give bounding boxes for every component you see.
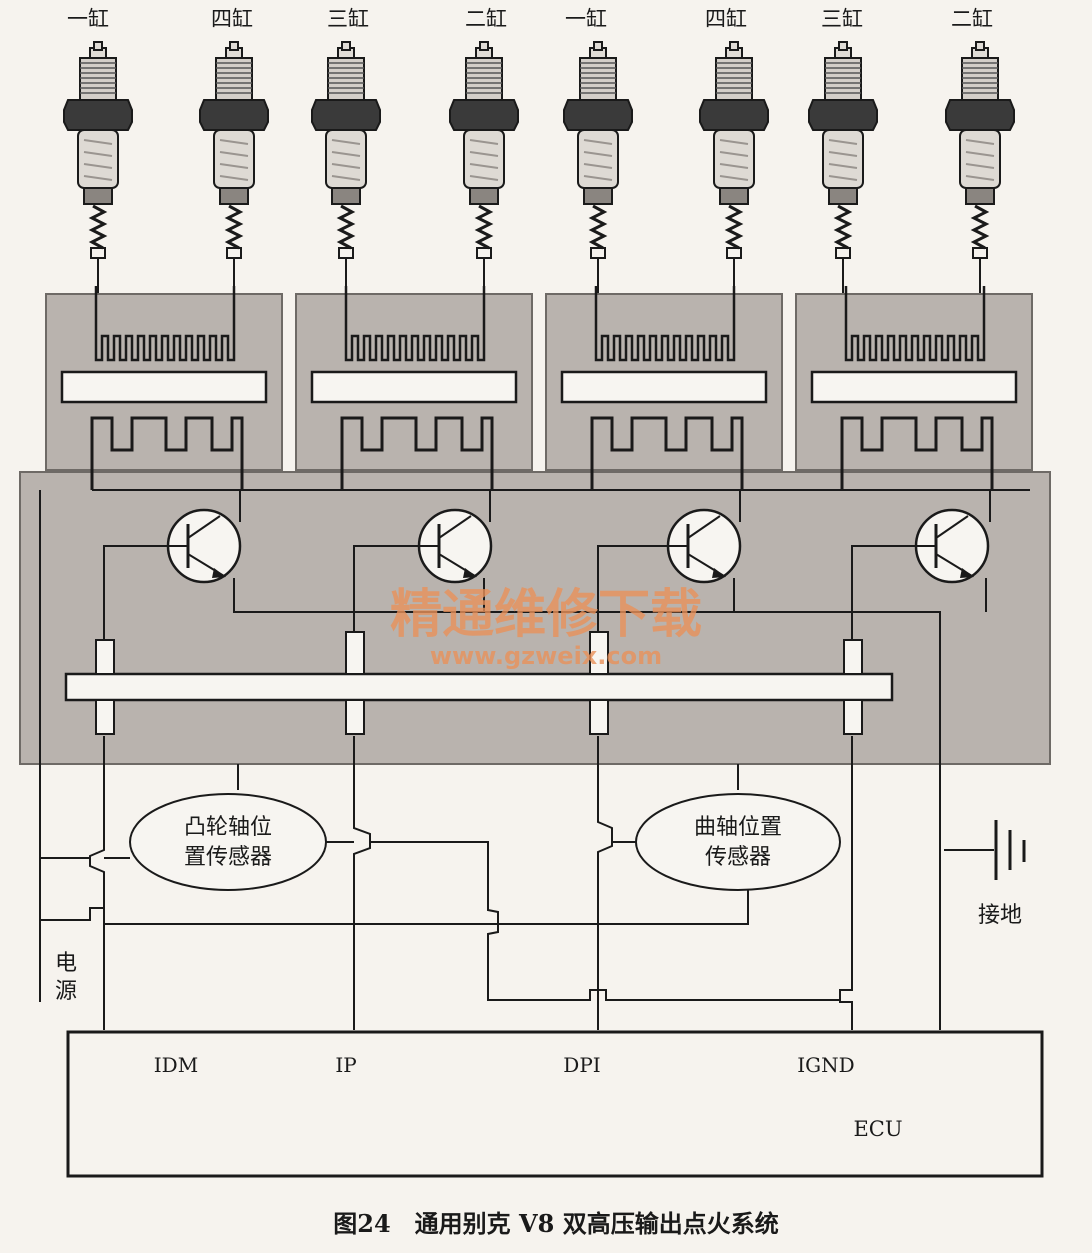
- camshaft-sensor-label-line1: 凸轮轴位: [184, 815, 272, 840]
- wiring: [39, 489, 1030, 1030]
- power-label-line2: 源: [55, 979, 77, 1004]
- ground-label: 接地: [978, 903, 1022, 928]
- cylinder-labels: 一缸 四缸 三缸 二缸 一缸 四缸 三缸 二缸: [67, 7, 993, 31]
- connector-rail: [64, 631, 894, 735]
- camshaft-sensor-outline: [129, 793, 327, 891]
- ignition-coil-3: [544, 284, 784, 492]
- crankshaft-sensor-label-line2: 传感器: [705, 845, 771, 870]
- ecu-pin-ignd: IGND: [797, 1053, 854, 1077]
- camshaft-sensor-label-line2: 置传感器: [184, 845, 272, 870]
- high-voltage-leads: [97, 258, 981, 296]
- crankshaft-sensor-outline: [635, 793, 841, 891]
- watermark-text: 精通维修下载: [390, 585, 702, 645]
- cylinder-label: 一缸: [67, 7, 109, 31]
- ignition-coil-1: [44, 284, 284, 492]
- cylinder-label: 四缸: [705, 7, 747, 31]
- watermark-url: www.gzweix.com: [430, 642, 662, 670]
- cylinder-label: 三缸: [821, 7, 863, 31]
- cylinder-label: 一缸: [565, 7, 607, 31]
- cylinder-label: 二缸: [465, 7, 507, 31]
- ecu-label: ECU: [853, 1117, 902, 1141]
- ecu-pin-ip: IP: [335, 1053, 356, 1077]
- ecu-box: [66, 1030, 1044, 1178]
- spark-plug-7: [807, 40, 879, 260]
- cylinder-label: 三缸: [327, 7, 369, 31]
- cylinder-label: 二缸: [951, 7, 993, 31]
- spark-plug-2: [198, 40, 270, 260]
- ecu-pin-dpi: DPI: [563, 1053, 600, 1077]
- figure-caption: 图24 通用别克 V8 双高压输出点火系统: [333, 1209, 778, 1238]
- power-label-line1: 电: [55, 951, 77, 976]
- ignition-coil-4: [794, 284, 1034, 492]
- spark-plug-5: [562, 40, 634, 260]
- crankshaft-sensor-label-line1: 曲轴位置: [694, 815, 782, 840]
- ecu-pin-idm: IDM: [154, 1053, 198, 1077]
- cylinder-label: 四缸: [211, 7, 253, 31]
- ignition-module-box: [19, 471, 1051, 765]
- spark-plug-row: [62, 40, 1016, 260]
- spark-plug-3: [310, 40, 382, 260]
- spark-plug-4: [448, 40, 520, 260]
- ground-icon: [994, 820, 1026, 880]
- spark-plug-1: [62, 40, 134, 260]
- coil-pack: [44, 284, 1034, 492]
- ignition-coil-2: [294, 284, 534, 492]
- spark-plug-8: [944, 40, 1016, 260]
- spark-plug-6: [698, 40, 770, 260]
